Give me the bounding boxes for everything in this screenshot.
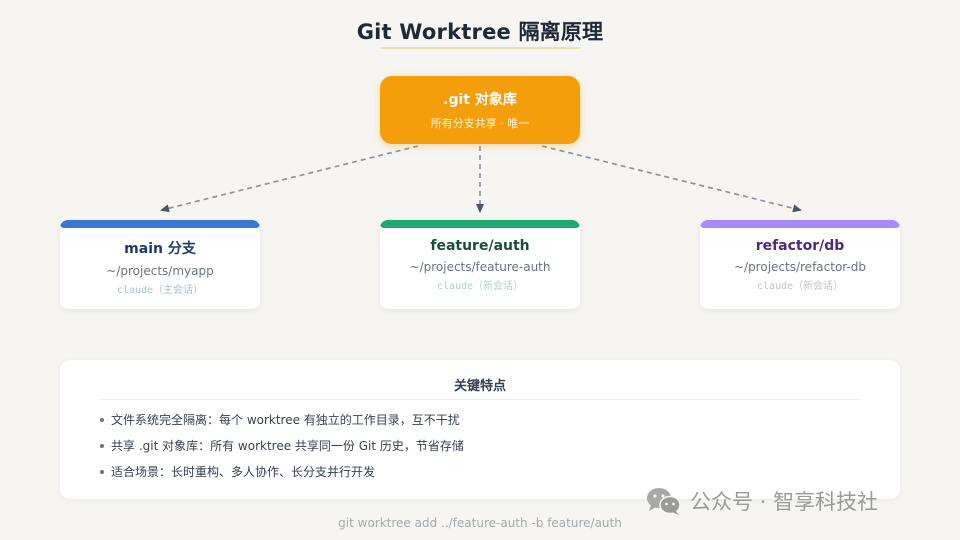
wechat-icon — [646, 486, 682, 516]
branch-session: claude（新会话） — [756, 281, 844, 292]
page-title: Git Worktree 隔离原理 — [356, 20, 604, 44]
git-store-subtitle: 所有分支共享 · 唯一 — [430, 117, 530, 130]
branch-session: claude（主会话） — [116, 285, 204, 296]
branch-color-bar — [60, 220, 260, 228]
git-object-store-node: .git 对象库 所有分支共享 · 唯一 — [380, 76, 580, 144]
bullet-icon — [100, 417, 104, 422]
watermark-text: 公众号 · 智享科技社 — [690, 490, 879, 514]
watermark: 公众号 · 智享科技社 — [646, 484, 878, 518]
branch-name: feature/auth — [430, 238, 530, 254]
arrow-to-main — [160, 145, 419, 213]
command-caption: git worktree add ../feature-auth -b feat… — [338, 516, 622, 530]
features-divider — [100, 399, 860, 400]
branch-name: refactor/db — [755, 238, 845, 254]
branch-card-main: main 分支 ~/projects/myapp claude（主会话） — [60, 220, 260, 309]
feature-text: 适合场景：长时重构、多人协作、长分支并行开发 — [111, 465, 376, 479]
features-title: 关键特点 — [453, 379, 506, 394]
branch-path: ~/projects/myapp — [106, 264, 214, 278]
branch-card-feature-auth: feature/auth ~/projects/feature-auth cla… — [380, 220, 580, 309]
feature-text: 文件系统完全隔离：每个 worktree 有独立的工作目录，互不干扰 — [111, 413, 460, 427]
feature-text: 共享 .git 对象库：所有 worktree 共享同一份 Git 历史，节省存… — [111, 439, 464, 453]
feature-item: 文件系统完全隔离：每个 worktree 有独立的工作目录，互不干扰 — [100, 409, 464, 435]
feature-item: 共享 .git 对象库：所有 worktree 共享同一份 Git 历史，节省存… — [100, 435, 464, 461]
key-features-panel: 关键特点 文件系统完全隔离：每个 worktree 有独立的工作目录，互不干扰 … — [60, 360, 900, 499]
branch-color-bar — [380, 220, 580, 228]
title-underline — [381, 47, 580, 49]
feature-item: 适合场景：长时重构、多人协作、长分支并行开发 — [100, 461, 464, 487]
branch-color-bar — [700, 220, 900, 228]
git-store-title: .git 对象库 — [443, 92, 517, 108]
branch-path: ~/projects/feature-auth — [409, 260, 551, 274]
branch-name: main 分支 — [124, 241, 196, 257]
bullet-icon — [100, 443, 104, 448]
bullet-icon — [100, 469, 104, 474]
branch-session: claude（新会话） — [436, 281, 524, 292]
branch-path: ~/projects/refactor-db — [733, 260, 867, 274]
branch-card-refactor-db: refactor/db ~/projects/refactor-db claud… — [700, 220, 900, 309]
features-list: 文件系统完全隔离：每个 worktree 有独立的工作目录，互不干扰 共享 .g… — [100, 409, 464, 487]
arrow-to-refactor-db — [541, 145, 802, 213]
